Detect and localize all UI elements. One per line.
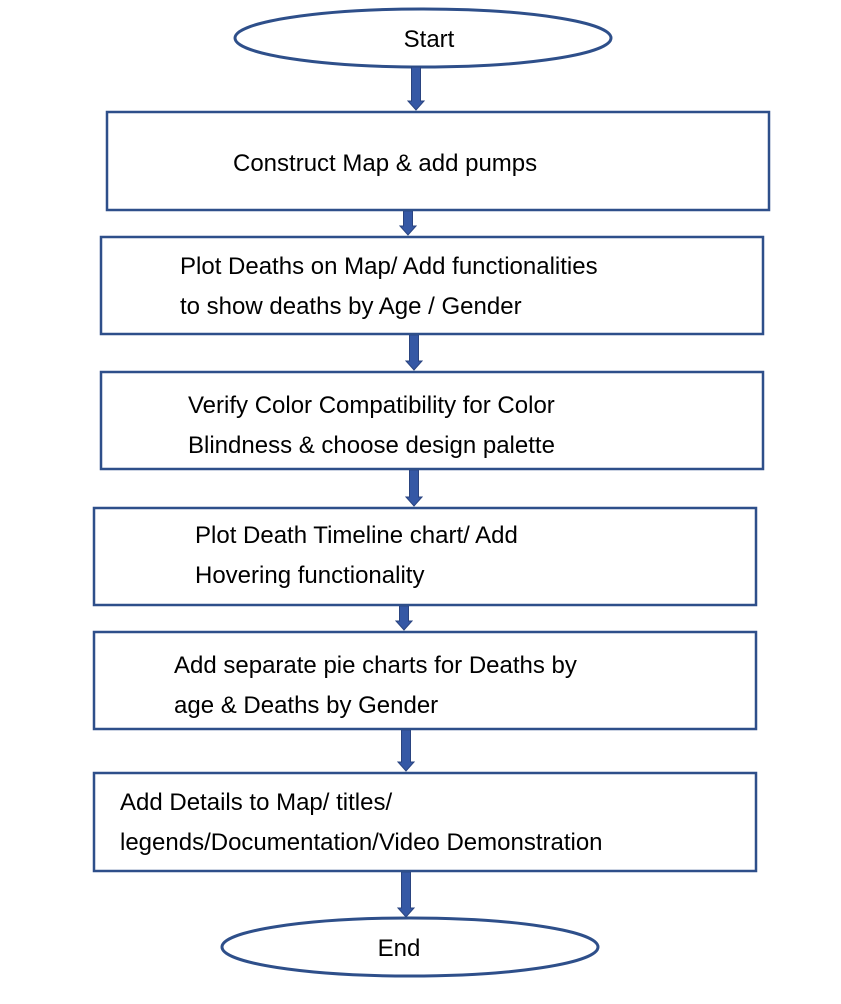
process-box	[92, 771, 758, 873]
flow-arrow	[404, 469, 424, 507]
process-step-label: Plot Death Timeline chart/ Add	[195, 522, 518, 549]
process-step-label: Add separate pie charts for Deaths by	[174, 652, 577, 679]
end-node: End	[220, 916, 600, 978]
process-step-label: Construct Map & add pumps	[233, 150, 537, 177]
flow-arrow	[394, 605, 414, 631]
process-step: Add Details to Map/ titles/legends/Docum…	[92, 771, 758, 873]
flow-arrow	[398, 210, 418, 236]
process-box	[99, 235, 765, 336]
process-box	[92, 506, 758, 607]
flow-arrow	[404, 334, 424, 371]
flow-arrow	[396, 729, 416, 772]
process-step-label: Verify Color Compatibility for Color	[188, 392, 555, 419]
arrows	[394, 66, 426, 918]
process-step: Verify Color Compatibility for ColorBlin…	[99, 370, 765, 471]
process-step: Construct Map & add pumps	[105, 110, 771, 212]
process-step-label: legends/Documentation/Video Demonstratio…	[120, 829, 603, 856]
start-ellipse	[233, 7, 613, 69]
start-label: Start	[404, 26, 455, 53]
process-step-label: Plot Deaths on Map/ Add functionalities	[180, 253, 598, 280]
process-step: Add separate pie charts for Deaths by age…	[92, 630, 758, 731]
process-step-label: to show deaths by Age / Gender	[180, 293, 522, 320]
end-ellipse	[220, 916, 600, 978]
process-box	[105, 110, 771, 212]
process-box	[92, 630, 758, 731]
process-step-label: Hovering functionality	[195, 562, 424, 589]
flow-arrow	[396, 871, 416, 918]
start-node: Start	[233, 7, 613, 69]
end-label: End	[378, 935, 421, 962]
process-step-label: age & Deaths by Gender	[174, 692, 438, 719]
process-box	[99, 370, 765, 471]
process-step: Plot Deaths on Map/ Add functionalities t…	[99, 235, 765, 336]
process-step-label: Blindness & choose design palette	[188, 432, 555, 459]
flow-arrow	[406, 66, 426, 111]
process-step-label: Add Details to Map/ titles/	[120, 789, 392, 816]
